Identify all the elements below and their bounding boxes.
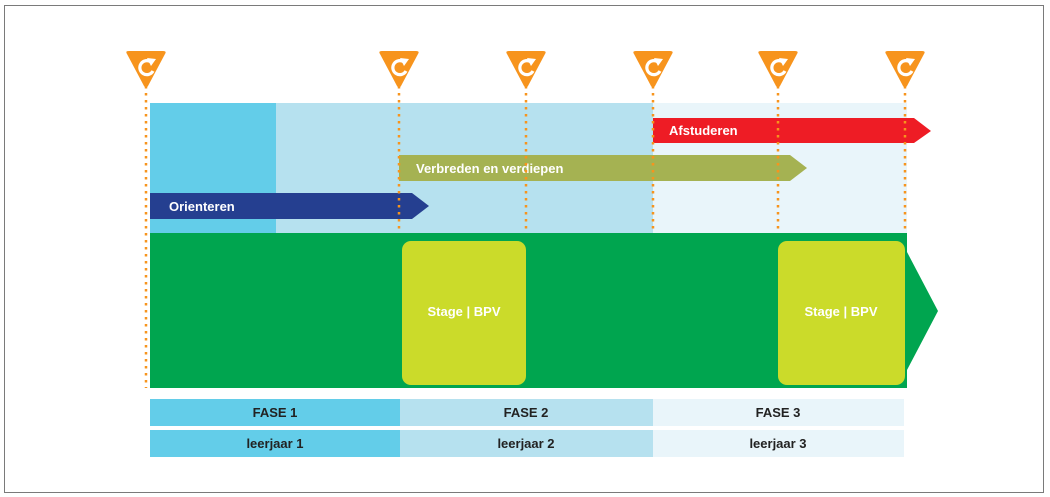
stage-box-2 (778, 241, 905, 385)
afstuderen-arrow (653, 118, 931, 143)
cycle-arrow-icon (885, 51, 925, 88)
cycle-arrow-icon (633, 51, 673, 88)
leerjaar1-label: leerjaar 1 (246, 436, 303, 451)
leerjaar2-cell (400, 430, 653, 457)
stage-box-1 (402, 241, 526, 385)
guide-lines (144, 86, 907, 388)
leerjaar1-cell (150, 430, 400, 457)
afstuderen-label: Afstuderen (669, 123, 738, 138)
verbreden-arrow (399, 155, 807, 181)
fase1-cell (150, 399, 400, 426)
orienteren-label: Orienteren (169, 199, 235, 214)
cycle-arrow-icon (506, 51, 546, 88)
cycle-arrow-icon (126, 51, 166, 88)
verbreden-label: Verbreden en verdiepen (416, 161, 563, 176)
fase2-label: FASE 2 (504, 405, 549, 420)
leerjaar2-label: leerjaar 2 (497, 436, 554, 451)
fase1-label: FASE 1 (253, 405, 298, 420)
fase2-cell (400, 399, 653, 426)
stage-label-2: Stage | BPV (805, 304, 878, 319)
cycle-arrow-icon (758, 51, 798, 88)
fase3-label: FASE 3 (756, 405, 801, 420)
leerjaar3-label: leerjaar 3 (749, 436, 806, 451)
milestone-markers (126, 51, 925, 88)
cycle-arrow-icon (379, 51, 419, 88)
fase3-cell (653, 399, 904, 426)
orienteren-arrow (150, 193, 429, 219)
main-green-band (150, 233, 938, 388)
stage-label-1: Stage | BPV (428, 304, 501, 319)
leerjaar3-cell (653, 430, 904, 457)
